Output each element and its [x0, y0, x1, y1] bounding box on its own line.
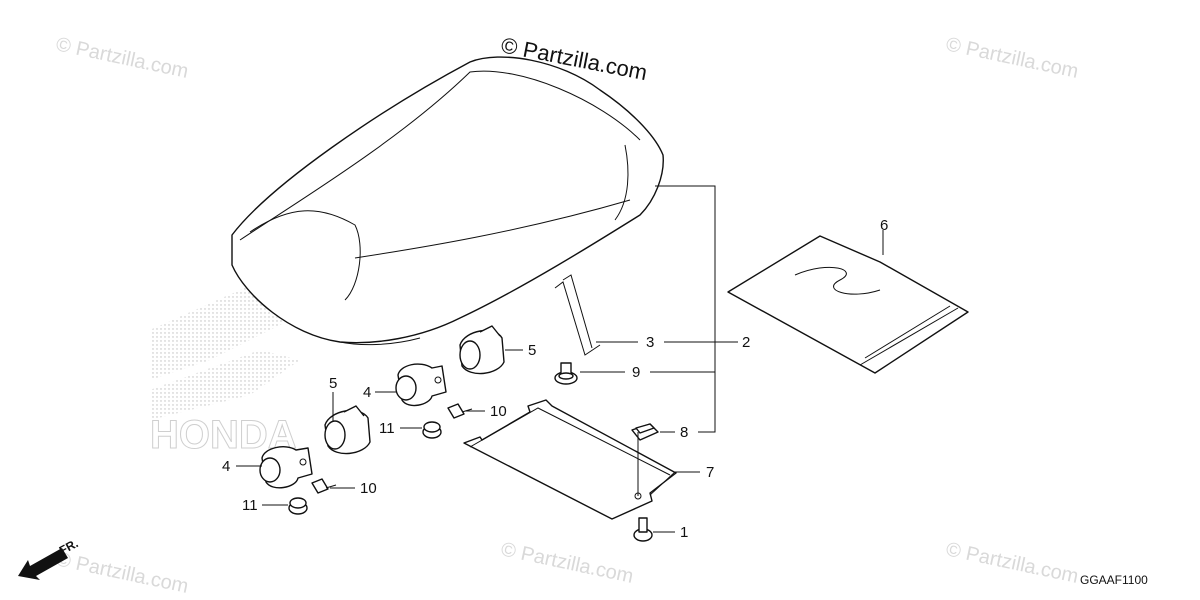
callout-2: 2	[742, 334, 750, 351]
damper-upper-part	[459, 325, 505, 375]
nut-11-upper-part	[422, 421, 442, 439]
watermark-text: © Partzilla.com	[944, 33, 1080, 83]
leader-lines	[236, 185, 884, 533]
bracket-upper-part	[395, 363, 447, 407]
seat-part	[231, 56, 664, 346]
clip-nut-part	[631, 423, 659, 441]
callout-3: 3	[646, 334, 654, 351]
callout-7: 7	[706, 464, 714, 481]
watermark-text: © Partzilla.com	[54, 33, 190, 83]
callout-11-lower: 11	[242, 497, 258, 514]
callout-4-upper: 4	[363, 384, 371, 401]
callout-4-lower: 4	[222, 458, 230, 475]
screw-1-part	[633, 517, 653, 542]
pouch-part	[727, 235, 969, 374]
callout-5-upper: 5	[528, 342, 536, 359]
callouts: 6 2 3 9 8 7 1 5 5 4 4 10 10 11 11	[222, 217, 888, 541]
callout-8: 8	[680, 424, 688, 441]
diagram-code: GGAAF1100	[1080, 573, 1148, 587]
bracket-lower-part	[259, 446, 313, 489]
damper-lower-part	[324, 405, 371, 455]
callout-10-upper: 10	[490, 403, 507, 420]
watermark-text: © Partzilla.com	[944, 538, 1080, 588]
callout-5-lower: 5	[329, 375, 337, 392]
watermark-text: © Partzilla.com	[499, 538, 635, 588]
plate-part	[463, 399, 677, 520]
bolt-9-part	[554, 362, 578, 385]
nut-11-lower-part	[288, 497, 308, 515]
callout-11-upper: 11	[379, 420, 395, 437]
watermark-text: © Partzilla.com	[54, 548, 190, 598]
callout-1: 1	[680, 524, 688, 541]
callout-9: 9	[632, 364, 640, 381]
callout-10-lower: 10	[360, 480, 377, 497]
wire-part	[554, 274, 601, 356]
callout-6: 6	[880, 217, 888, 234]
screw-10-lower-part	[311, 478, 337, 494]
front-arrow-icon	[18, 548, 68, 580]
